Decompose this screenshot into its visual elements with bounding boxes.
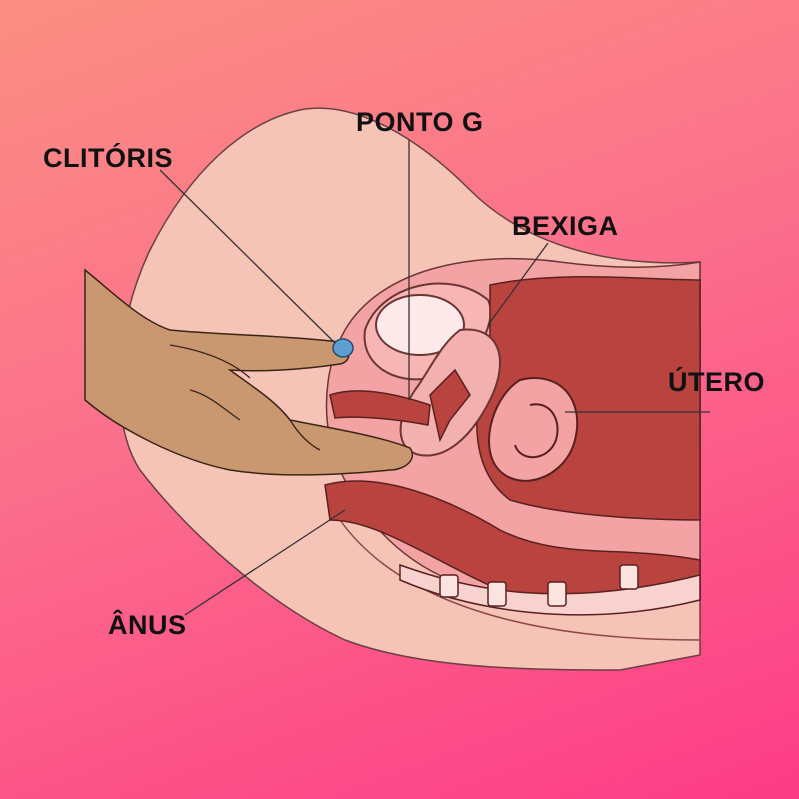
rectum bbox=[324, 480, 701, 616]
uterus-label: ÚTERO bbox=[668, 367, 765, 397]
bladder-label: BEXIGA bbox=[512, 211, 619, 241]
clitoris-label: CLITÓRIS bbox=[43, 143, 173, 173]
hand bbox=[84, 268, 413, 476]
vaginal-canal bbox=[329, 390, 431, 426]
g-spot-label: PONTO G bbox=[356, 107, 484, 137]
bladder-leader bbox=[487, 242, 549, 326]
anus-leader bbox=[184, 509, 346, 616]
leader-lines bbox=[159, 140, 710, 616]
uterus bbox=[399, 276, 701, 521]
clitoris-leader bbox=[159, 169, 336, 344]
clitoris-marker bbox=[332, 338, 354, 358]
anus-label: ÂNUS bbox=[108, 610, 187, 640]
vertebrae bbox=[439, 564, 639, 607]
